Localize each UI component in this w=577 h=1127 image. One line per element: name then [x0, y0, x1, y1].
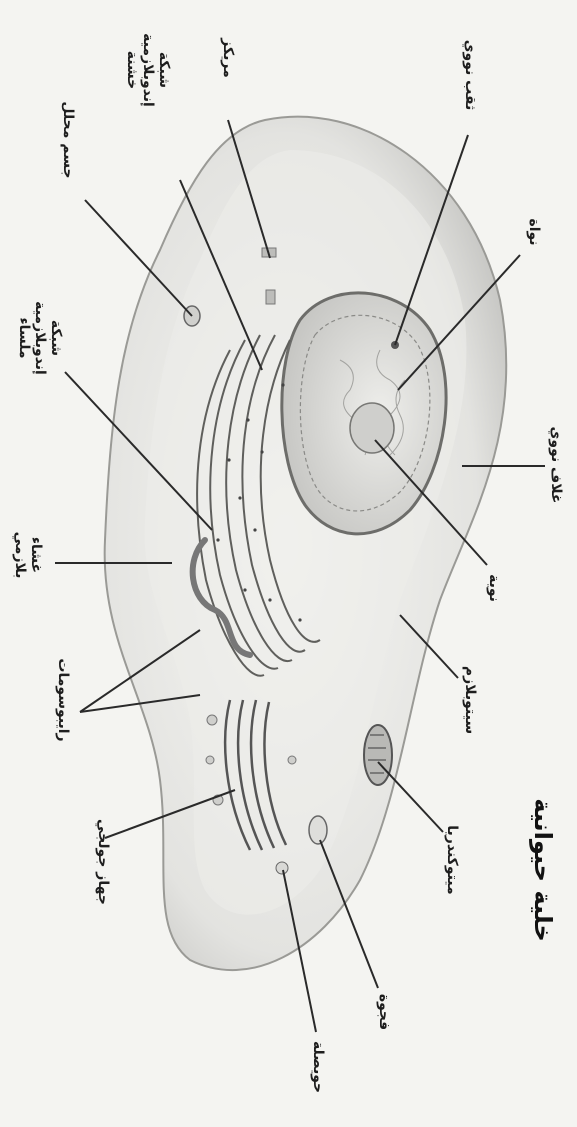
label-nucleolus: نوية — [486, 574, 502, 602]
vesicle-shape — [276, 862, 288, 874]
label-vesicle: حويصلة — [310, 1041, 326, 1093]
label-nuclear-pore: ثقب نووي — [462, 40, 478, 111]
mitochondrion-shape — [364, 725, 392, 785]
label-nucleus: نواة — [526, 218, 542, 245]
label-centrosome: مريكز — [220, 38, 236, 77]
vacuole-shape — [309, 816, 327, 844]
label-rough-er: شبكة إندوبلازمية خشنة — [124, 33, 172, 107]
label-mitochondrion: ميتوكندريا — [444, 825, 460, 894]
label-ribosomes: رايبوسومات — [55, 658, 71, 741]
label-plasma-membrane: غشاء بلازمي — [12, 532, 44, 579]
label-lysosome: جسم محلل — [60, 101, 76, 178]
label-cytoplasm: سيتوبلازم — [462, 666, 478, 734]
label-vacuole: فجوة — [376, 994, 392, 1030]
nucleolus-shape — [350, 403, 394, 453]
label-nuclear-envelope: غلاف نووي — [548, 427, 564, 504]
label-smooth-er: شبكة إندوبلازمية ملساء — [16, 301, 64, 375]
label-golgi: جهاز جولجي — [95, 819, 111, 905]
diagram-title: خلية حيوانية — [529, 798, 557, 942]
